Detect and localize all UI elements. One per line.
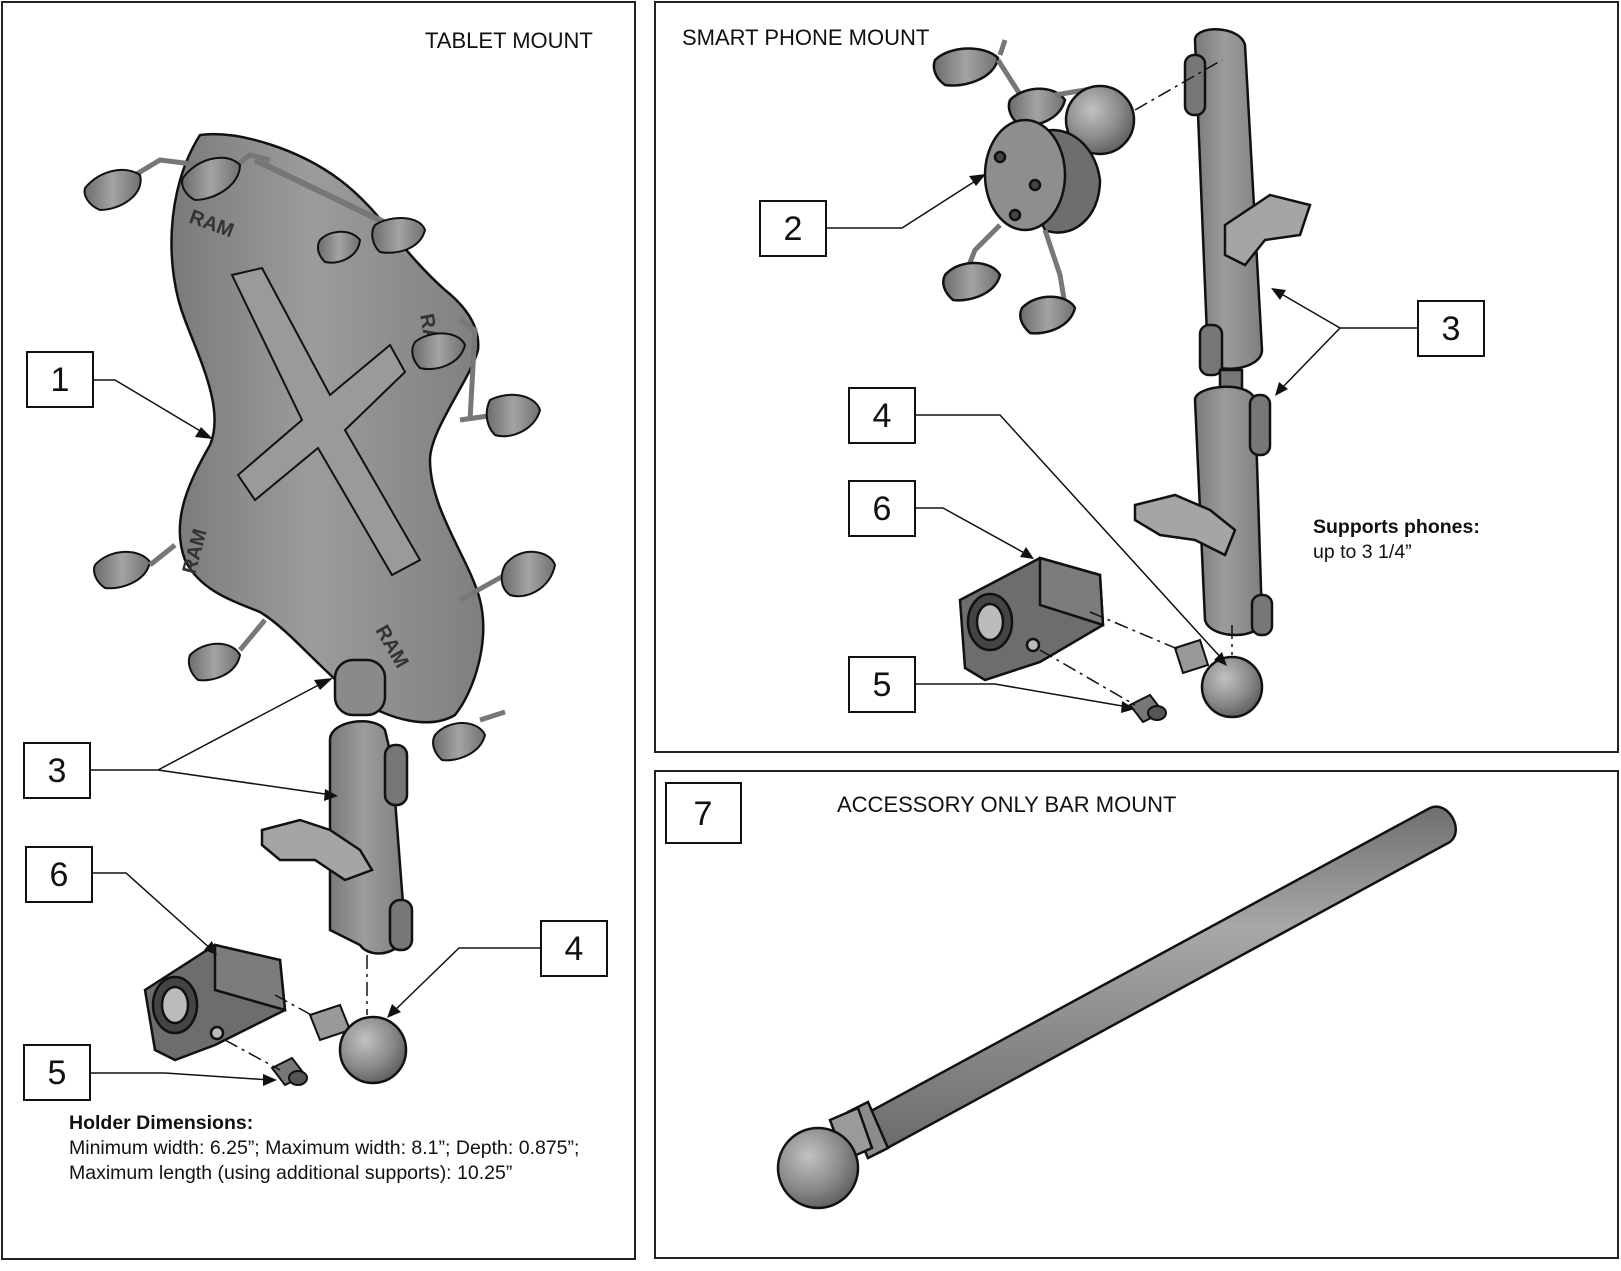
phone-callout-3: 3 [1271, 288, 1485, 396]
holder-dimensions-heading: Holder Dimensions: [69, 1112, 254, 1134]
accessory-bar [776, 805, 1457, 1210]
tablet-panel-title: TABLET MOUNT [425, 28, 593, 53]
svg-text:6: 6 [50, 856, 69, 894]
tablet-callout-6: 6 [25, 846, 217, 955]
tablet-callout-3: 3 [23, 678, 338, 801]
svg-text:7: 7 [694, 795, 713, 833]
tablet-assembly-lines [224, 955, 368, 1071]
phone-assembly-lines [1039, 59, 1233, 706]
phone-panel-frame [654, 1, 1619, 753]
phone-support-heading: Supports phones: [1313, 516, 1480, 538]
phone-holder [932, 39, 1136, 335]
holder-dimensions-note: Holder Dimensions: Minimum width: 6.25”;… [69, 1111, 629, 1186]
bar-panel-title: ACCESSORY ONLY BAR MOUNT [837, 792, 1176, 817]
bar-panel-frame [654, 770, 1619, 1259]
svg-text:5: 5 [873, 666, 892, 704]
phone-threaded-stud [1173, 638, 1210, 675]
phone-mount-ball [1200, 655, 1264, 719]
svg-text:4: 4 [873, 397, 892, 435]
tablet-holder: RAM RAM RAM RAM [83, 133, 557, 762]
phone-bar-clamp [958, 556, 1105, 682]
phone-screw [1128, 693, 1167, 724]
bar-callout-7: 7 [665, 782, 742, 844]
svg-text:3: 3 [48, 752, 67, 790]
svg-text:2: 2 [784, 210, 803, 248]
tablet-panel-frame [1, 1, 636, 1260]
tablet-callout-4: 4 [387, 920, 608, 1018]
tablet-extension-arm [260, 658, 414, 955]
tablet-mount-ball [338, 1015, 408, 1085]
holder-dimensions-line1: Minimum width: 6.25”; Maximum width: 8.1… [69, 1137, 580, 1159]
phone-callout-4: 4 [848, 387, 1227, 666]
phone-panel-title: SMART PHONE MOUNT [682, 25, 929, 50]
phone-support-note: Supports phones: up to 3 1/4” [1313, 515, 1593, 565]
phone-extension-arms [1133, 28, 1312, 637]
svg-text:5: 5 [48, 1054, 67, 1092]
tablet-callout-1: 1 [26, 351, 213, 439]
holder-dimensions-line2: Maximum length (using additional support… [69, 1162, 513, 1184]
svg-text:6: 6 [873, 490, 892, 528]
tablet-callout-5: 5 [23, 1044, 277, 1101]
phone-callout-6: 6 [848, 480, 1034, 559]
tablet-bar-clamp [143, 943, 287, 1062]
svg-text:4: 4 [565, 930, 584, 968]
phone-callout-5: 5 [848, 656, 1135, 713]
phone-callout-2: 2 [759, 174, 986, 257]
svg-text:1: 1 [51, 361, 70, 399]
tablet-screw [270, 1056, 308, 1087]
phone-support-line1: up to 3 1/4” [1313, 541, 1412, 563]
svg-text:3: 3 [1442, 310, 1461, 348]
